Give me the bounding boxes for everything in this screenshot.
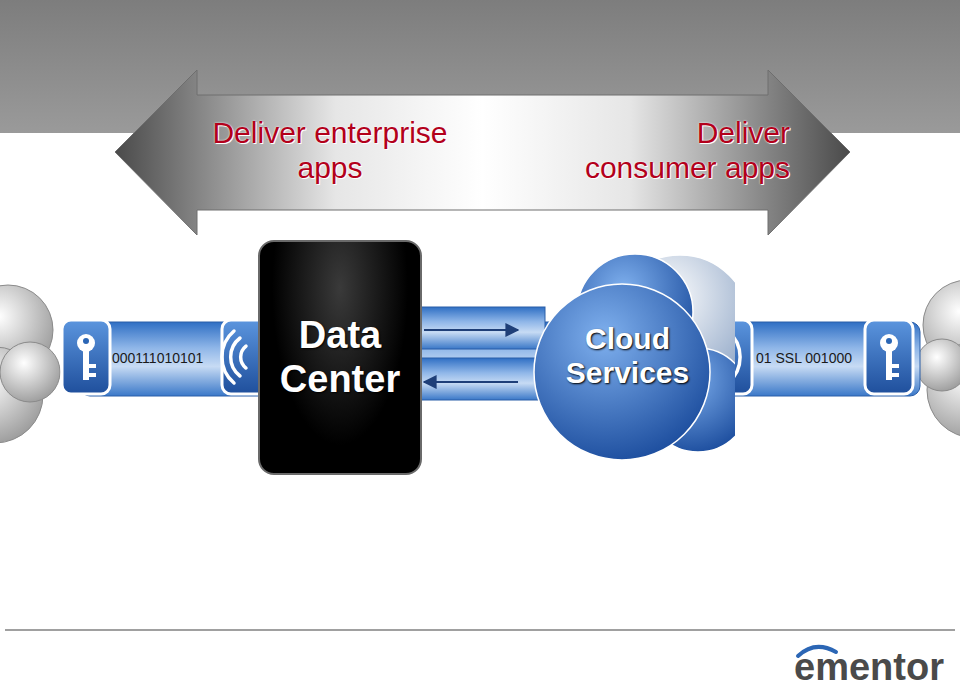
logo-text: ementor <box>794 646 944 689</box>
data-center-box: Data Center <box>258 240 422 475</box>
node-title: Cloud Services <box>553 322 703 391</box>
node-title: Data Center <box>265 314 415 401</box>
binary-stream: 000111010101 <box>112 350 203 366</box>
cloud-shape: Cloud Services <box>520 250 735 462</box>
grey-cloud <box>0 285 60 443</box>
double-arrow-banner: Deliver enterprise apps Deliver consumer … <box>115 70 850 235</box>
banner-text: Deliver enterprise apps <box>200 116 460 185</box>
key-icon <box>62 320 110 394</box>
grey-cloud <box>916 280 960 438</box>
data-pipe <box>415 307 545 349</box>
banner-text: Deliver consumer apps <box>565 116 790 185</box>
binary-stream: 01 SSL 001000 <box>756 350 852 366</box>
connector-arrow <box>424 381 518 383</box>
connector-arrow <box>424 329 518 331</box>
key-icon <box>865 320 913 394</box>
footer-rule <box>5 629 955 631</box>
data-pipe <box>415 358 545 400</box>
